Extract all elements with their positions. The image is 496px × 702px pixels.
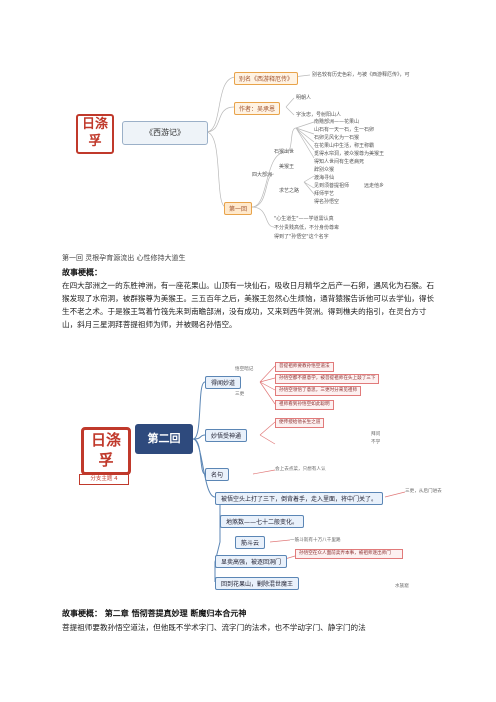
flow-note: 三更，从后门进去 — [405, 489, 442, 494]
leaf: 在花果山中生活，称王称霸 — [314, 143, 375, 149]
misc-note: 不学 — [371, 440, 381, 445]
bottom-note: "心生道生"——学道需认真 — [274, 216, 334, 222]
flow-step: 筋斗云 — [235, 536, 266, 549]
label-seeking-art: 求艺之路 — [279, 188, 300, 194]
branch-hear-dao: 得闻妙道 — [205, 376, 242, 389]
flow-note: 孙悟空在众人面前卖弄本事，被祖师逐出师门 — [295, 549, 403, 559]
seal-label: 分支主题 4 — [79, 474, 129, 485]
bottom-note: 得到了"孙悟空"这个名字 — [274, 234, 329, 240]
seal-stamp-2: 日涤孚 — [81, 427, 131, 475]
flow-note: 水族窟 — [395, 584, 409, 589]
leaf: 见到须菩提祖师 — [314, 183, 350, 189]
detail-note: 孙悟空都不愿意学，被菩提祖师在头上敲了三下 — [275, 374, 380, 384]
central-node-xiyouji: 《西游记》 — [122, 121, 208, 145]
branch-author: 作者：吴承恩 — [234, 102, 281, 115]
branch-quotes: 名句 — [205, 468, 230, 481]
branch-alias: 别名《西游释厄传》 — [234, 72, 299, 85]
seal-stamp-1: 日涤孚 — [76, 114, 114, 154]
section-2-paragraph: 菩提祖师要教孙悟空道法，但他既不学术字门、流字门的法术，也不学动字门、静字门的法 — [62, 623, 366, 632]
leaf: 远走他乡 — [364, 183, 385, 189]
leaf: 得名孙悟空 — [314, 199, 340, 205]
branch-gain-powers: 妙悟受神通 — [205, 429, 248, 442]
flow-step: 回到花果山，剿除混世魔王 — [215, 577, 300, 590]
author-note: 字汝忠，号射阳山人 — [296, 112, 342, 118]
flow-step: 被悟空头上打了三下，倒背着手，走入里面，将中门关了。 — [215, 492, 384, 505]
leaf: 辞别众猴 — [314, 167, 335, 173]
misc-note: 悟空暗记 — [235, 367, 254, 372]
figure-caption: 第一回 灵根孕育源流出 心性修持大道生 — [62, 254, 186, 262]
leaf: 山石有一天一石，生一石卵 — [314, 127, 375, 133]
flow-note: 一筋斗就有十万八千里路 — [290, 538, 341, 543]
leaf: 渡海寻仙 — [314, 175, 335, 181]
flow-step: 地煞数——七十二般变化。 — [220, 515, 305, 528]
detail-note: 便传授给他长生之道 — [275, 418, 325, 428]
leaf: 拜师学艺 — [314, 191, 335, 197]
leaf: 南赡部洲——花果山 — [314, 119, 360, 125]
author-note: 明朝人 — [296, 95, 312, 101]
detail-note: 孙悟空领悟了意思，三更时分来见祖师 — [275, 386, 362, 396]
section-1-heading: 故事梗概： — [62, 268, 102, 277]
flow-step: 显卖高强，被逐回洞门 — [215, 555, 288, 568]
section-1-paragraph: 在四大部洲之一的东胜神洲，有一座花果山。山顶有一块仙石，吸收日月精华之后产一石卵… — [62, 281, 435, 329]
detail-note: 菩提祖师要教孙悟空道法 — [275, 362, 334, 372]
branch-chapter-1: 第一回 — [224, 202, 253, 215]
central-node-chapter-2: 第二回 — [135, 424, 193, 454]
label-stone-monkey: 石猴出世 — [274, 149, 295, 155]
misc-note: 拜问 — [371, 432, 381, 437]
leaf: 觅得水帘洞，被众猴尊为美猴王 — [314, 151, 385, 157]
alias-note: 别名较有历史色彩，与被《西游释厄传》，可 — [312, 72, 410, 78]
misc-note: 三更 — [235, 392, 245, 397]
mind-map-chapter-2: 日涤孚 分支主题 4 第二回 得闻妙道 妙悟受神通 名句 菩提祖师要教孙悟空道法… — [75, 352, 447, 592]
label-monkey-king: 美猴王 — [279, 164, 295, 170]
leaf: 得知人世间有生老病死 — [314, 159, 365, 165]
detail-note: 祖师看到孙悟空如此聪明 — [275, 400, 334, 410]
mind-map-chapter-1: 日涤孚 《西游记》 别名《西游释厄传》 作者：吴承恩 第一回 别名较有历史色彩，… — [74, 64, 444, 244]
mind-map-1-connectors — [205, 74, 315, 228]
section-2-heading: 故事梗概： 第二章 悟彻菩提真妙理 断魔归本合元神 — [62, 609, 247, 618]
name-note: 会上去点菜，只想有人认 — [275, 467, 326, 472]
bottom-note: 不分贵贱高低，不分身份尊卑 — [274, 225, 340, 231]
leaf: 石卵见风化为一石猴 — [314, 135, 360, 141]
label-four-continents: 四大部洲 — [252, 172, 273, 178]
